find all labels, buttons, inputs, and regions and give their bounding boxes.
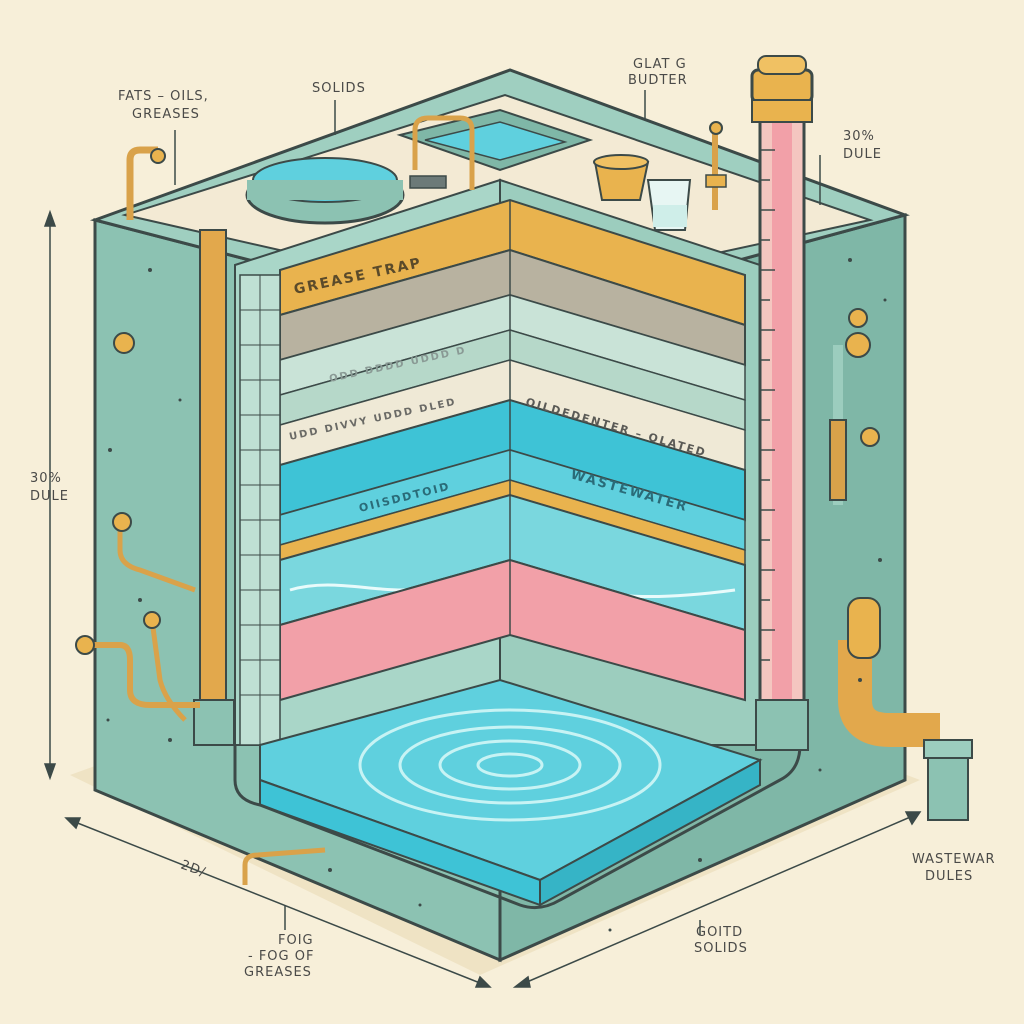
label-glass-line1: GLAT G xyxy=(633,57,687,72)
concrete-speckles xyxy=(106,258,887,932)
leader-lines xyxy=(174,90,821,935)
dimension-lines xyxy=(43,209,922,988)
label-wastewater-line2: DULES xyxy=(925,869,973,884)
left-vertical-pipe xyxy=(199,229,227,721)
round-basin-rim xyxy=(247,180,403,200)
right-wall-coupling xyxy=(829,419,847,501)
measuring-tube-base xyxy=(755,699,809,751)
label-glass-line2: BUDTER xyxy=(628,73,688,88)
top-right-valve-body xyxy=(705,174,727,188)
left-mid-valve xyxy=(112,512,132,532)
top-handle xyxy=(412,115,475,190)
handle-bracket xyxy=(409,175,447,189)
layer-bands xyxy=(279,198,746,702)
label-solids-bottom-line2: SOLIDS xyxy=(694,941,748,956)
top-right-valve-cap xyxy=(709,121,723,135)
bottom-loose-pipe xyxy=(242,847,326,885)
label-percent-left-line1: 30% xyxy=(30,471,62,486)
yellow-cup-rim xyxy=(593,154,649,170)
left-wall-bolt xyxy=(113,332,135,354)
outlet-pipe-top xyxy=(847,597,881,659)
left-lower-pipe xyxy=(149,619,187,722)
inner-floor-outline xyxy=(233,744,802,910)
label-fats-line2: GREASES xyxy=(132,107,200,122)
glass-beaker-water xyxy=(653,205,687,227)
water-ripples xyxy=(358,708,662,822)
label-bottom-left-small: 2D/ xyxy=(179,858,208,881)
measuring-tube-cap-top xyxy=(757,55,807,75)
top-left-hook-cap xyxy=(150,148,166,164)
label-fog-line3: GREASES xyxy=(244,965,312,980)
top-left-hook-pipe xyxy=(126,146,158,220)
label-percent-left-line2: DULE xyxy=(30,489,69,504)
label-percent-right-line2: DULE xyxy=(843,147,882,162)
measuring-tube-collar xyxy=(751,99,813,123)
left-pipe-base xyxy=(193,699,235,746)
outlet-pipe-collar xyxy=(923,739,973,759)
right-wall-valve-mid xyxy=(860,427,880,447)
label-wastewater-line1: WASTEWAR xyxy=(912,852,996,867)
left-inlet-cap xyxy=(75,635,95,655)
label-percent-right-line1: 30% xyxy=(843,129,875,144)
measuring-tube-liquid xyxy=(772,120,792,710)
measuring-tube-ticks xyxy=(760,149,775,661)
bottom-pool-front-right xyxy=(539,758,761,907)
label-solids-bottom-line1: GOITD xyxy=(696,925,743,940)
inspection-water xyxy=(424,121,568,161)
left-mid-pipe xyxy=(117,525,196,593)
label-solids-top: SOLIDS xyxy=(312,81,366,96)
right-wall-bolt xyxy=(848,308,868,328)
right-wall-valve-top xyxy=(845,332,871,358)
outlet-elbow-pipe xyxy=(838,640,940,747)
label-fog-line2: - FOG OF xyxy=(248,949,314,964)
label-fats-line1: FATS – OILS, xyxy=(118,89,209,104)
label-fog-line1: FOIG xyxy=(278,933,314,948)
left-tiled-column xyxy=(239,274,281,746)
left-inlet-pipe xyxy=(85,642,200,708)
left-lower-valve xyxy=(143,611,161,629)
